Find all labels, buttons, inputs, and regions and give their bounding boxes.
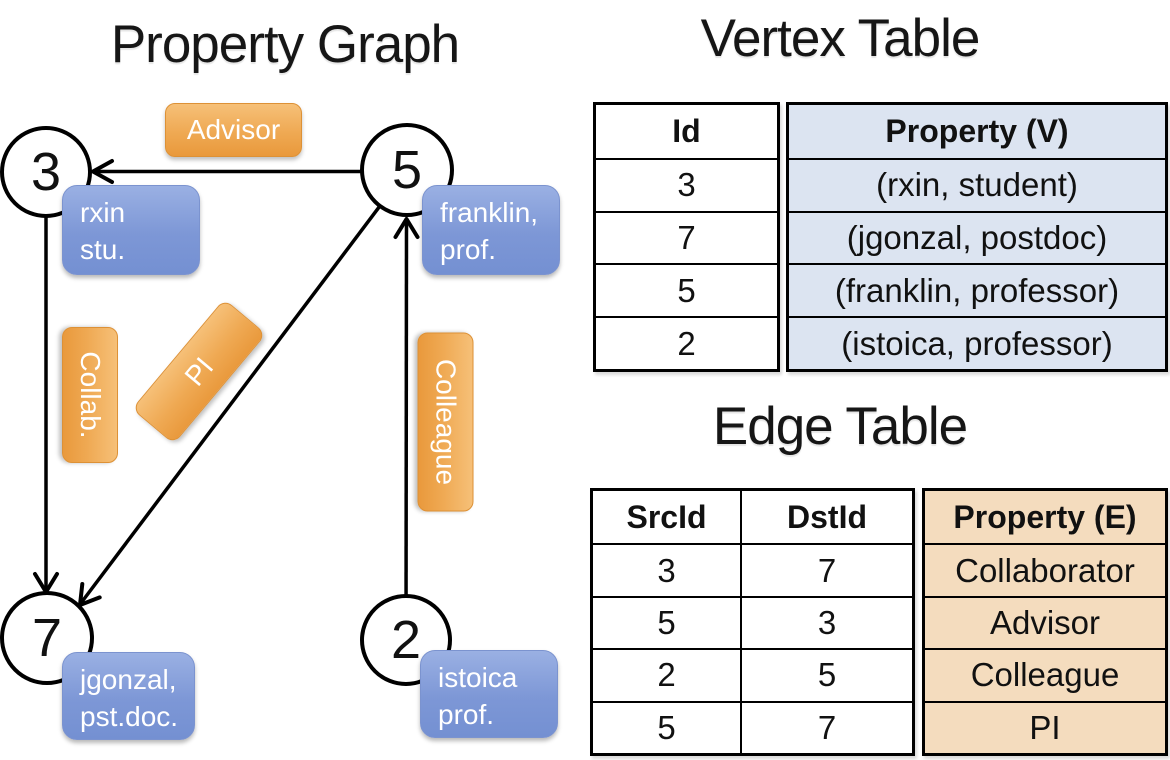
edge-table-row0-dstid: 7 (740, 543, 912, 596)
edge-colleague-label: Colleague (417, 332, 474, 512)
node-3-property-line1: rxin (80, 197, 126, 228)
edge-table-id-columns: SrcId DstId 3 7 5 3 2 5 5 7 (590, 488, 915, 756)
edge-table-row3-srcid: 5 (593, 700, 740, 753)
vertex-table-row3-property: (istoica, professor) (789, 316, 1165, 369)
vertex-table-row1-id: 7 (596, 210, 777, 264)
edge-2-5-arrowhead (393, 217, 420, 239)
vertex-table-title: Vertex Table (700, 9, 981, 68)
edge-table-row2-dstid: 5 (740, 648, 912, 701)
edge-table-row1-dstid: 3 (740, 595, 912, 649)
edge-5-7-line (79, 168, 409, 605)
node-7-id: 7 (31, 608, 63, 668)
property-graph-title: Property Graph (110, 15, 460, 74)
edge-table-row0-srcid: 3 (593, 543, 740, 595)
edge-5-3-arrowhead (91, 159, 114, 184)
edge-3-7-arrowhead (33, 572, 59, 594)
node-3-property-box: rxin stu. (62, 185, 200, 275)
node-7-property-box: jgonzal, pst.doc. (62, 652, 195, 740)
edge-table-property-column: Property (E) Collaborator Advisor Collea… (922, 488, 1168, 756)
edge-collab-label: Collab. (62, 327, 118, 463)
edge-table-row1-property: Advisor (925, 595, 1165, 649)
vertex-table-row2-property: (franklin, professor) (789, 263, 1165, 317)
node-3-property-line2: stu. (80, 234, 126, 265)
node-2-id: 2 (390, 610, 422, 670)
node-5-property-box: franklin, prof. (422, 185, 560, 275)
node-5-property-line1: franklin, (440, 197, 539, 228)
vertex-table-property-header: Property (V) (789, 105, 1165, 158)
edge-table-dstid-header: DstId (740, 491, 912, 544)
node-2-property-line2: prof. (438, 699, 495, 730)
vertex-table-property-column: Property (V) (rxin, student) (jgonzal, p… (786, 102, 1168, 372)
edge-2-5-line (404, 220, 409, 641)
node-2-property-line1: istoica (438, 662, 518, 693)
edge-table-title: Edge Table (712, 397, 968, 456)
node-5-id: 5 (391, 140, 423, 200)
node-3-id: 3 (30, 142, 62, 202)
vertex-table-row3-id: 2 (596, 316, 777, 369)
node-2-property-box: istoica prof. (420, 650, 558, 738)
edge-table-property-header: Property (E) (925, 491, 1165, 544)
node-7-property-line1: jgonzal, (80, 664, 177, 695)
edge-advisor-label: Advisor (165, 103, 302, 157)
vertex-table-id-header: Id (672, 112, 701, 149)
vertex-table-row0-id: 3 (596, 157, 777, 211)
vertex-table-row1-property: (jgonzal, postdoc) (789, 210, 1165, 264)
edge-5-7-arrowhead (78, 582, 102, 607)
edge-table-row3-property: PI (925, 700, 1165, 753)
vertex-table-id-column: Id 3 7 5 2 (593, 102, 780, 372)
vertex-table-row2-id: 5 (596, 263, 777, 316)
edge-table-row1-srcid: 5 (593, 595, 740, 648)
edge-table-row2-property: Colleague (925, 648, 1165, 701)
node-5-property-line2: prof. (440, 234, 497, 265)
edge-table-row0-property: Collaborator (925, 543, 1165, 596)
node-7-property-line2: pst.doc. (80, 701, 179, 732)
edge-table-row3-dstid: 7 (740, 700, 912, 753)
vertex-table-row0-property: (rxin, student) (789, 157, 1165, 211)
edge-table-row2-srcid: 2 (593, 648, 740, 700)
edge-table-srcid-header: SrcId (626, 498, 707, 535)
